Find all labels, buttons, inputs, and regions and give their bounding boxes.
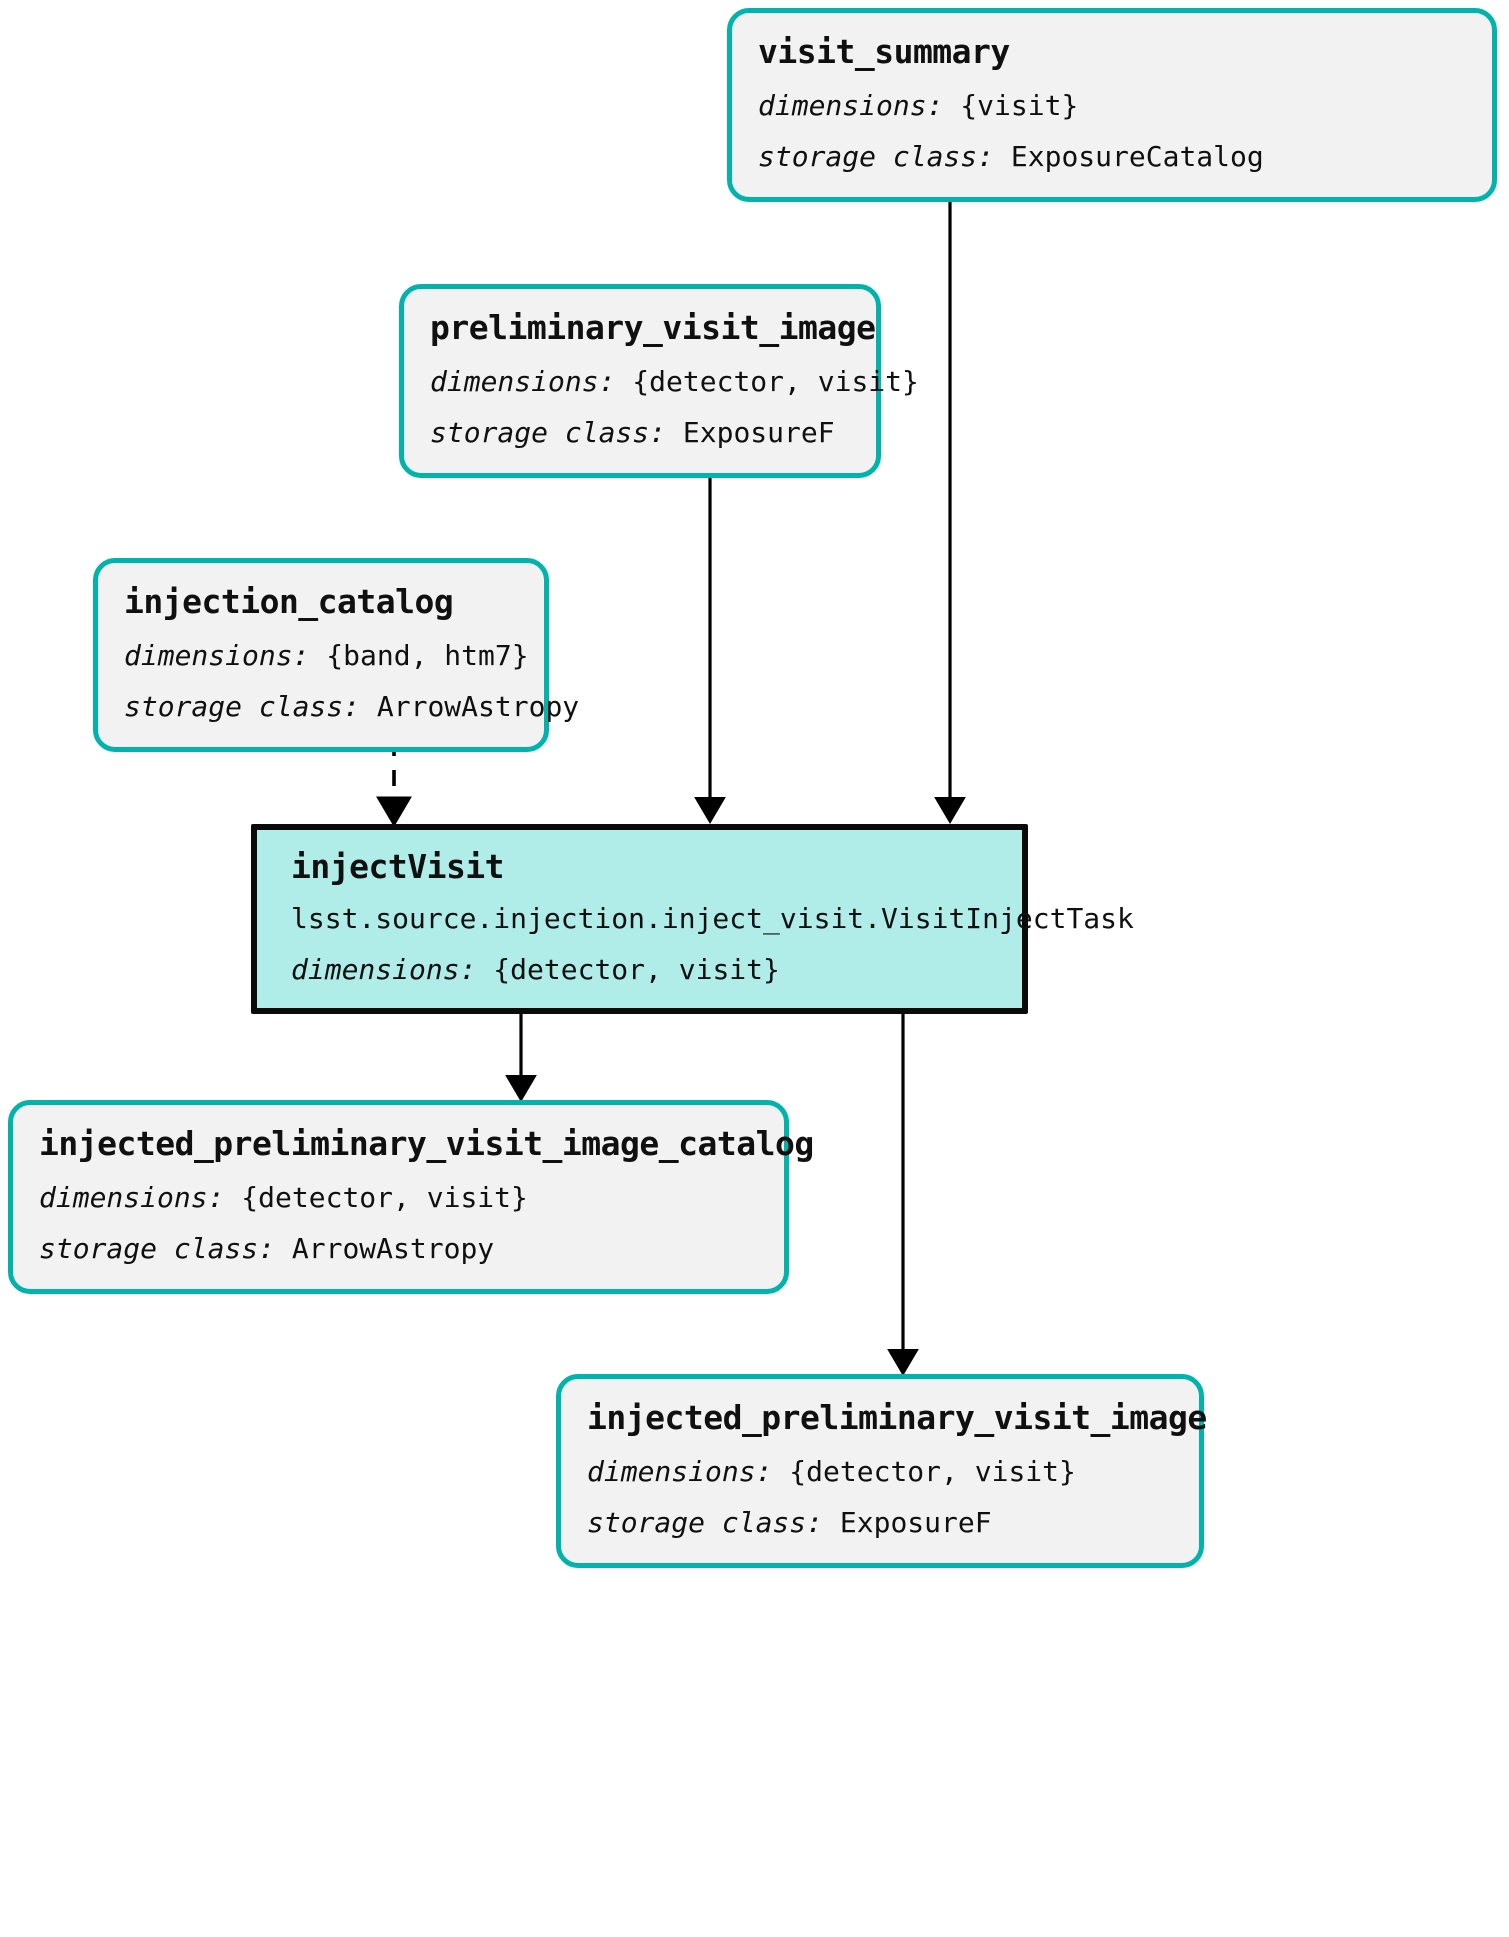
- dimensions-label: dimensions:: [291, 952, 477, 986]
- node-title: injectVisit: [291, 847, 505, 886]
- node-storage-class-row: storage class: ArrowAstropy: [124, 689, 579, 725]
- dimensions-value: {detector, visit}: [789, 1455, 1076, 1489]
- node-title: preliminary_visit_image: [430, 308, 876, 347]
- node-storage-class-row: storage class: ExposureF: [587, 1505, 1173, 1541]
- dataset-node-injected-preliminary-visit-image[interactable]: injected_preliminary_visit_image dimensi…: [556, 1374, 1207, 1569]
- storage-class-value: ExposureCatalog: [1010, 139, 1264, 173]
- node-dimensions-row: dimensions: {detector, visit}: [291, 952, 988, 988]
- node-dimensions-row: dimensions: {detector, visit}: [39, 1180, 758, 1216]
- dimensions-label: dimensions:: [430, 365, 616, 399]
- storage-class-label: storage class:: [430, 415, 667, 449]
- task-class-path: lsst.source.injection.inject_visit.Visit…: [291, 902, 1134, 936]
- dimensions-value: {detector, visit}: [632, 365, 919, 399]
- task-node-inject-visit[interactable]: injectVisit lsst.source.injection.inject…: [251, 824, 1134, 1015]
- dimensions-value: {detector, visit}: [241, 1181, 528, 1215]
- node-dimensions-row: dimensions: {detector, visit}: [430, 364, 919, 400]
- dimensions-label: dimensions:: [587, 1455, 773, 1489]
- node-dimensions-row: dimensions: {detector, visit}: [587, 1454, 1173, 1490]
- storage-class-label: storage class:: [758, 139, 995, 173]
- node-dimensions-row: dimensions: {visit}: [758, 88, 1466, 124]
- storage-class-value: ExposureF: [682, 415, 835, 449]
- storage-class-value: ArrowAstropy: [376, 689, 580, 723]
- node-title: injected_preliminary_visit_image: [587, 1398, 1207, 1437]
- storage-class-value: ArrowAstropy: [291, 1231, 495, 1265]
- storage-class-value: ExposureF: [839, 1505, 992, 1539]
- storage-class-label: storage class:: [587, 1505, 824, 1539]
- storage-class-label: storage class:: [124, 689, 361, 723]
- node-title: visit_summary: [758, 32, 1010, 71]
- node-title: injected_preliminary_visit_image_catalog: [39, 1124, 814, 1163]
- node-title: injection_catalog: [124, 582, 454, 621]
- dataset-node-injection-catalog[interactable]: injection_catalog dimensions: {band, htm…: [93, 558, 579, 753]
- node-storage-class-row: storage class: ExposureCatalog: [758, 139, 1466, 175]
- dimensions-label: dimensions:: [758, 89, 944, 123]
- dataset-node-preliminary-visit-image[interactable]: preliminary_visit_image dimensions: {det…: [399, 284, 919, 479]
- dataset-node-visit-summary[interactable]: visit_summary dimensions: {visit} storag…: [727, 8, 1497, 203]
- storage-class-label: storage class:: [39, 1231, 276, 1265]
- node-storage-class-row: storage class: ArrowAstropy: [39, 1231, 758, 1267]
- dimensions-value: {detector, visit}: [493, 952, 780, 986]
- node-storage-class-row: storage class: ExposureF: [430, 415, 850, 451]
- node-dimensions-row: dimensions: {band, htm7}: [124, 638, 529, 674]
- dimensions-label: dimensions:: [39, 1181, 225, 1215]
- dimensions-value: {band, htm7}: [326, 639, 529, 673]
- dimensions-value: {visit}: [960, 89, 1079, 123]
- dataset-node-injected-preliminary-visit-image-catalog[interactable]: injected_preliminary_visit_image_catalog…: [8, 1100, 814, 1295]
- dimensions-label: dimensions:: [124, 639, 310, 673]
